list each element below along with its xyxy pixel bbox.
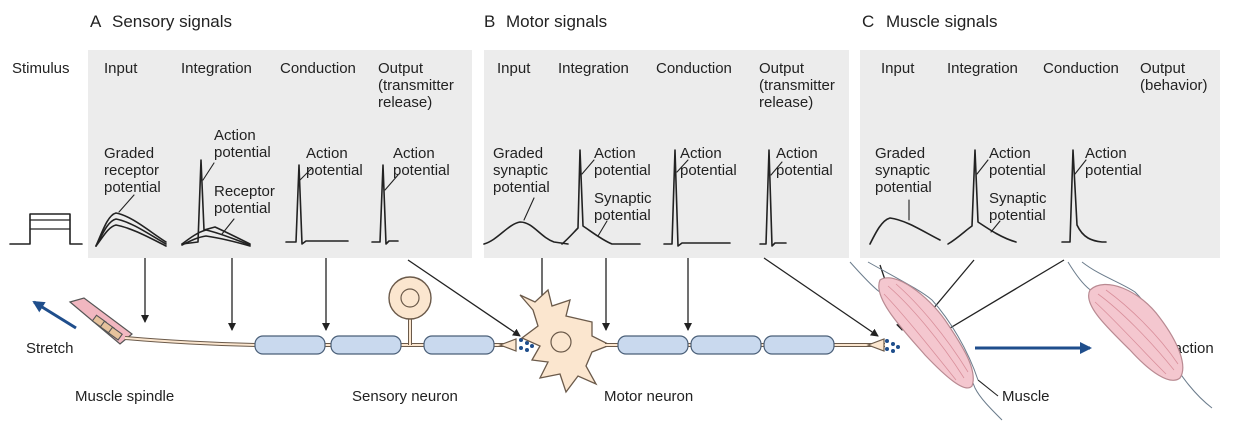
a-integration-receptor-1 xyxy=(181,229,251,246)
arrow-a-output xyxy=(407,259,521,337)
sensory-nucleus xyxy=(400,288,420,308)
stretch-arrow xyxy=(32,300,77,330)
a-integration-receptor-leader xyxy=(221,218,235,235)
c-integration-action-leader xyxy=(976,159,989,175)
b-output-leader xyxy=(770,161,783,176)
b-output-spike xyxy=(759,149,787,247)
motor-terminal xyxy=(866,338,885,352)
b-integration-spike xyxy=(561,149,641,245)
vesicles-a xyxy=(519,338,534,352)
b-conduction-spike xyxy=(663,149,731,247)
panel-motor xyxy=(484,50,849,258)
b-output-action-label: Action potential xyxy=(776,145,833,179)
a-integration-action-label: Action potential xyxy=(214,127,271,161)
graded-synaptic-b-label: Graded synaptic potential xyxy=(493,145,550,196)
stretch-label: Stretch xyxy=(26,340,74,357)
receptor-potential-label: Receptor potential xyxy=(214,183,275,217)
graded-receptor-label: Graded receptor potential xyxy=(104,145,161,196)
a-conduction-leader xyxy=(299,167,313,181)
section-b-letter: B xyxy=(484,12,496,31)
synaptic-c-label: Synaptic potential xyxy=(989,190,1047,224)
a-conduction-header: Conduction xyxy=(280,60,356,77)
graded-receptor-trace-3 xyxy=(95,224,167,247)
a-integration-receptor-2 xyxy=(181,235,251,247)
b-integration-header: Integration xyxy=(558,60,629,77)
c-integration-synaptic-leader xyxy=(990,220,1001,233)
muscle-label: Muscle xyxy=(1002,388,1050,405)
a-input-header: Input xyxy=(104,60,138,77)
graded-receptor-leader xyxy=(118,194,135,213)
c-conduction-spike xyxy=(1061,149,1107,243)
graded-receptor-trace-1 xyxy=(95,212,167,247)
b-output-header: Output (transmitter release) xyxy=(759,60,835,111)
a-output-header: Output (transmitter release) xyxy=(378,60,454,111)
b-graded-synaptic-trace xyxy=(483,221,569,245)
c-integration-action-label: Action potential xyxy=(989,145,1046,179)
stimulus-label: Stimulus xyxy=(12,60,70,77)
sensory-terminal xyxy=(498,338,517,352)
muscle-contracted xyxy=(1067,261,1213,409)
c-conduction-leader xyxy=(1074,159,1087,175)
motor-neuron-label: Motor neuron xyxy=(604,388,694,405)
arrow-b-output xyxy=(763,257,879,337)
muscle-relaxed xyxy=(849,261,1003,421)
b-integration-synaptic-leader xyxy=(597,220,608,237)
a-output-spike xyxy=(371,164,399,245)
vesicles-b xyxy=(885,339,900,353)
a-conduction-spike xyxy=(285,164,349,245)
panel-sensory xyxy=(88,50,472,258)
a-integration-action-leader xyxy=(202,162,215,181)
c-conduction-action-label: Action potential xyxy=(1085,145,1142,179)
b-integration-action-label: Action potential xyxy=(594,145,651,179)
section-a-title: Sensory signals xyxy=(112,12,233,31)
section-a-letter: A xyxy=(90,12,102,31)
panel-muscle xyxy=(860,50,1220,258)
b-input-header: Input xyxy=(497,60,531,77)
stimulus-waveform xyxy=(9,213,83,245)
graded-synaptic-c-label: Graded synaptic potential xyxy=(875,145,932,196)
sensory-neuron-label: Sensory neuron xyxy=(352,388,458,405)
myelin-s1 xyxy=(254,335,326,355)
c-conduction-header: Conduction xyxy=(1043,60,1119,77)
c-integration-spike xyxy=(947,149,1017,245)
graded-receptor-trace-2 xyxy=(95,218,167,247)
muscle-spindle-label: Muscle spindle xyxy=(75,388,175,405)
myelin-m3 xyxy=(763,335,835,355)
synaptic-b-label: Synaptic potential xyxy=(594,190,652,224)
muscle-spindle xyxy=(68,297,133,345)
a-output-action-label: Action potential xyxy=(393,145,450,179)
b-conduction-leader xyxy=(676,159,689,173)
myelin-m1 xyxy=(617,335,689,355)
myelin-s3 xyxy=(423,335,495,355)
a-integration-header: Integration xyxy=(181,60,252,77)
section-c-title: Muscle signals xyxy=(886,12,998,31)
b-graded-synaptic-leader xyxy=(523,197,535,221)
a-integration-spike xyxy=(181,159,251,245)
a-conduction-action-label: Action potential xyxy=(306,145,363,179)
a-output-leader xyxy=(384,174,399,191)
muscle-leader xyxy=(977,379,999,397)
b-conduction-header: Conduction xyxy=(656,60,732,77)
section-c-letter: C xyxy=(862,12,875,31)
myelin-s2 xyxy=(330,335,402,355)
c-input-header: Input xyxy=(881,60,915,77)
myelin-m2 xyxy=(690,335,762,355)
b-integration-action-leader xyxy=(581,159,595,175)
motor-nucleus xyxy=(550,331,572,353)
b-conduction-action-label: Action potential xyxy=(680,145,737,179)
c-output-header: Output (behavior) xyxy=(1140,60,1208,94)
c-integration-header: Integration xyxy=(947,60,1018,77)
section-b-title: Motor signals xyxy=(506,12,608,31)
c-graded-synaptic-trace xyxy=(869,217,941,245)
